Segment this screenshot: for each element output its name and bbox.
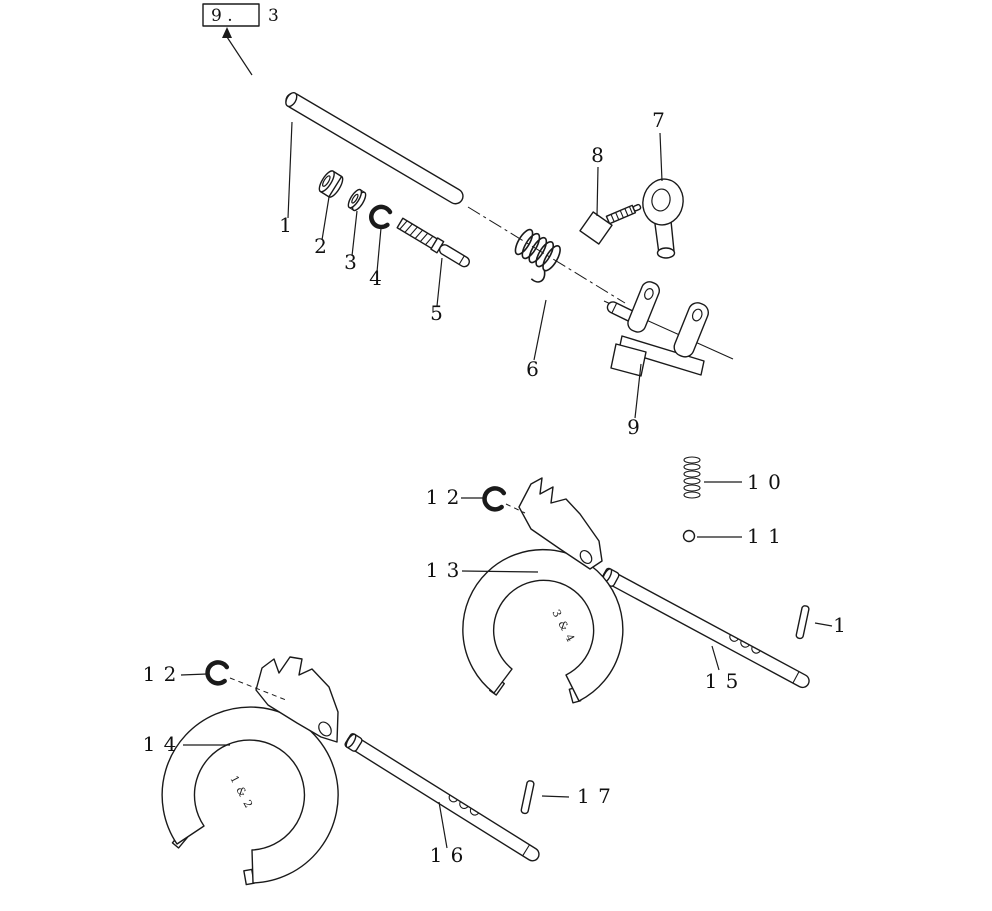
part-6-spring bbox=[514, 228, 561, 283]
part-11-ball bbox=[682, 529, 696, 543]
leader-lines bbox=[180, 121, 833, 849]
callout-leader-line bbox=[226, 36, 253, 76]
part-2-nut bbox=[318, 170, 344, 198]
label-part-11: 1 1 bbox=[747, 524, 782, 548]
label-part-6: 6 bbox=[526, 357, 540, 381]
callout-arrow-icon bbox=[222, 27, 232, 38]
section-box-label: 9 . bbox=[211, 6, 233, 26]
fork-14-engraving: 1 & 2 bbox=[227, 773, 255, 811]
label-part-13: 1 3 bbox=[426, 558, 461, 582]
label-part-16: 1 6 bbox=[430, 843, 465, 867]
part-12-snap-ring-upper bbox=[482, 486, 507, 512]
label-part-15: 1 5 bbox=[705, 669, 740, 693]
part-13-shift-fork: 3 & 4 bbox=[462, 477, 624, 704]
fork-13-engraving: 3 & 4 bbox=[549, 607, 577, 645]
label-part-7: 7 bbox=[652, 108, 666, 132]
label-part-9: 9 bbox=[627, 415, 641, 439]
label-part-10: 1 0 bbox=[747, 470, 782, 494]
label-part-1: 1 bbox=[279, 213, 293, 237]
part-15-roll-pin bbox=[795, 605, 810, 640]
section-suffix-label: 3 bbox=[268, 6, 279, 26]
part-12-snap-ring-lower bbox=[205, 660, 230, 686]
part-8-screw-block bbox=[579, 203, 642, 245]
part-17-roll-pin bbox=[520, 780, 535, 815]
part-14-shift-fork: 1 & 2 bbox=[161, 656, 339, 886]
label-part-5: 5 bbox=[430, 301, 444, 325]
label-part-4: 4 bbox=[369, 266, 383, 290]
part-10-detent-spring bbox=[683, 456, 701, 499]
label-part-17: 1 7 bbox=[577, 784, 612, 808]
label-part-15-pin: 1 bbox=[833, 613, 847, 637]
part-1-shift-rod bbox=[285, 91, 464, 205]
part-3-washer bbox=[347, 188, 367, 212]
label-part-2: 2 bbox=[314, 234, 328, 258]
part-labels: 1 2 3 4 5 6 7 8 9 1 0 1 1 1 2 1 3 1 2 1 … bbox=[143, 108, 847, 867]
label-part-3: 3 bbox=[344, 250, 358, 274]
section-callout: 9 . 3 bbox=[202, 3, 279, 76]
part-4-snap-ring bbox=[369, 204, 393, 230]
part-7-rod-end bbox=[642, 178, 684, 259]
part-9-bracket-assembly bbox=[603, 281, 734, 377]
assembly-centerline bbox=[467, 206, 626, 304]
label-part-14: 1 4 bbox=[143, 732, 178, 756]
label-part-12-upper: 1 2 bbox=[426, 485, 461, 509]
section-box bbox=[202, 3, 260, 27]
label-part-12-lower: 1 2 bbox=[143, 662, 178, 686]
label-part-8: 8 bbox=[591, 143, 605, 167]
part-5-threaded-pin bbox=[396, 217, 470, 268]
